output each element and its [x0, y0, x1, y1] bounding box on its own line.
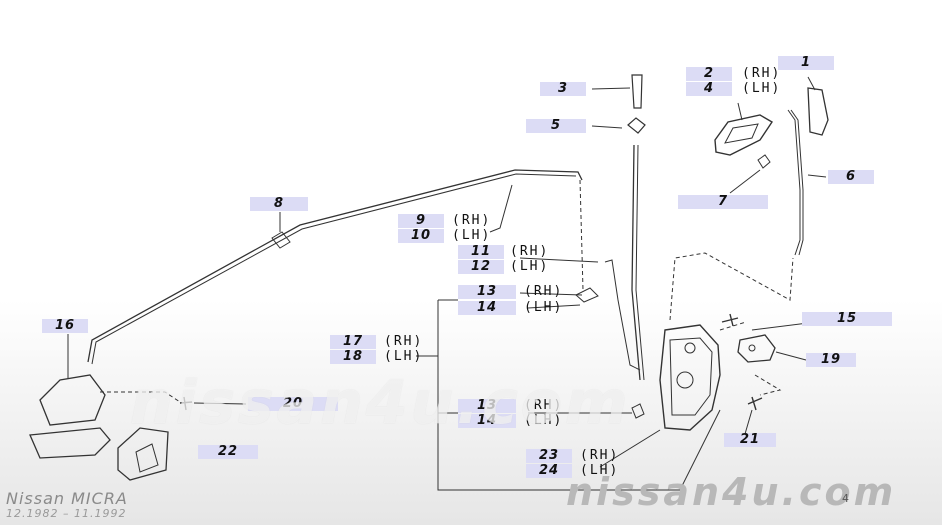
- callout-9: 9: [398, 214, 444, 228]
- callout-7: 7: [678, 195, 768, 209]
- callout-15: 15: [802, 312, 892, 326]
- page-mark: 4: [842, 492, 849, 505]
- production-dates: 12.1982 – 11.1992: [6, 507, 127, 520]
- callout-12-side: (LH): [510, 259, 550, 274]
- callout-6: 6: [828, 170, 874, 184]
- callout-21: 21: [724, 433, 776, 447]
- callout-4: 4: [686, 82, 732, 96]
- rod-9-10: [489, 184, 513, 233]
- striker: [737, 334, 776, 363]
- callout-2: 2: [686, 67, 732, 81]
- escutcheon: [117, 427, 169, 481]
- rod-11-12: [604, 259, 641, 371]
- callout-14-lower: 14: [458, 414, 516, 428]
- model-title: Nissan MICRA: [6, 489, 128, 508]
- callout-13-upper: 13: [458, 285, 516, 299]
- callout-11: 11: [458, 245, 504, 259]
- inside-handle: [714, 114, 773, 156]
- callout-23: 23: [526, 449, 572, 463]
- callout-10-side: (LH): [452, 228, 492, 243]
- door-lock-body: [659, 324, 721, 431]
- callout-24-side: (LH): [580, 463, 620, 478]
- callout-12: 12: [458, 260, 504, 274]
- callout-18-side: (LH): [384, 349, 424, 364]
- outside-handle: [39, 374, 106, 426]
- outside-rod: [87, 169, 583, 363]
- lock-knob: [631, 74, 643, 109]
- watermark-center: nissan4u.com: [130, 368, 631, 438]
- callout-14-lower-side: (LH): [524, 413, 564, 428]
- callout-8: 8: [250, 197, 308, 211]
- callout-19: 19: [806, 353, 856, 367]
- callout-1: 1: [778, 56, 834, 70]
- callout-5: 5: [526, 119, 586, 133]
- lock-knob-rod: [631, 144, 641, 381]
- handle-cover: [29, 427, 111, 459]
- callout-13-upper-side: (RH): [524, 284, 564, 299]
- callout-17-side: (RH): [384, 334, 424, 349]
- callout-13-lower-side: (RH): [524, 398, 564, 413]
- watermark-corner: nissan4u.com: [566, 470, 897, 514]
- callout-20: 20: [248, 397, 338, 411]
- handle-bracket: [807, 87, 829, 136]
- callout-22: 22: [198, 445, 258, 459]
- callout-4-side: (LH): [742, 81, 782, 96]
- callout-3: 3: [540, 82, 586, 96]
- leader-lines: [67, 76, 833, 491]
- callout-24: 24: [526, 464, 572, 478]
- grommet: [627, 117, 646, 134]
- rod-6: [787, 109, 801, 256]
- callout-14-upper-side: (LH): [524, 300, 564, 315]
- callout-23-side: (RH): [580, 448, 620, 463]
- callout-9-side: (RH): [452, 213, 492, 228]
- callout-17: 17: [330, 335, 376, 349]
- callout-14-upper: 14: [458, 301, 516, 315]
- callout-18: 18: [330, 350, 376, 364]
- callout-11-side: (RH): [510, 244, 550, 259]
- callout-2-side: (RH): [742, 66, 782, 81]
- callout-10: 10: [398, 229, 444, 243]
- callout-13-lower: 13: [458, 399, 516, 413]
- callout-16: 16: [42, 319, 88, 333]
